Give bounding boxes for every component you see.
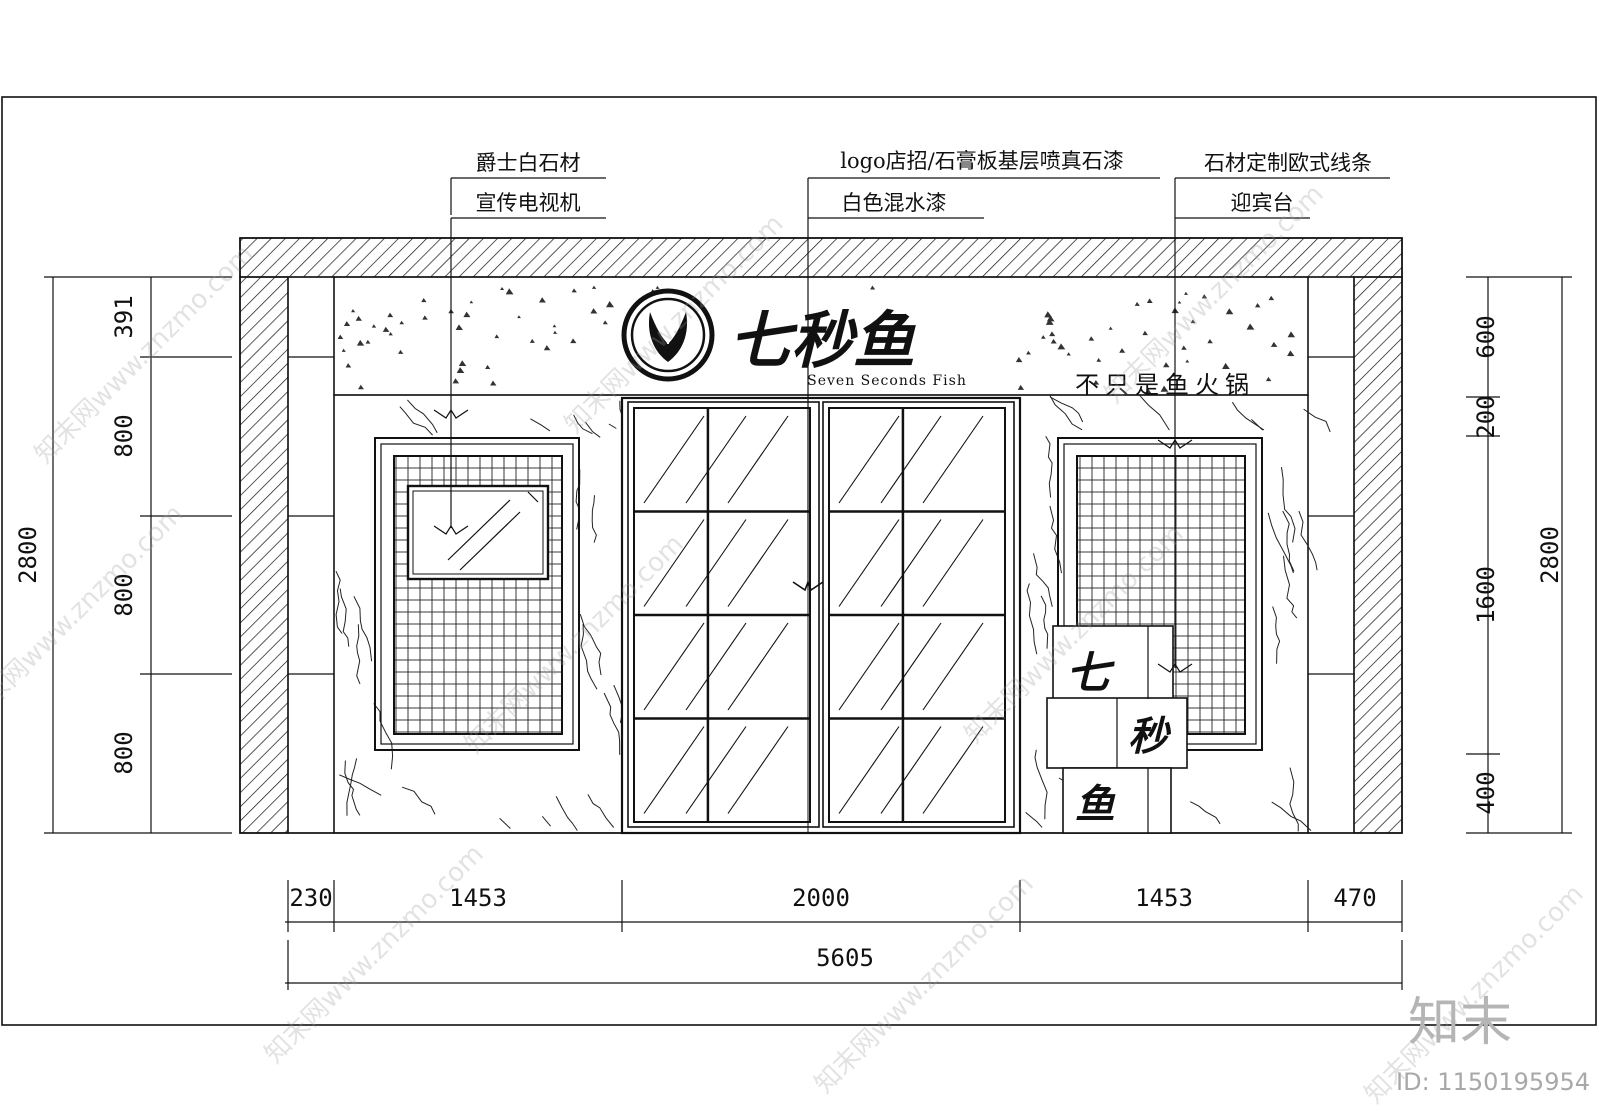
double-glass-door <box>620 396 1022 835</box>
watermark-site-1: 知末网www.znzmo.com <box>29 239 260 470</box>
dim-right-overall: 2800 <box>1536 526 1564 584</box>
label-jazz-white-stone: 爵士白石材 <box>476 151 581 175</box>
left-dimension-lines <box>44 276 232 834</box>
label-logo-sign: logo店招/石膏板基层喷真石漆 <box>840 149 1124 173</box>
drawing-border <box>1 96 1597 1026</box>
counter-char-1: 七 <box>1066 648 1115 699</box>
label-stone-moulding: 石材定制欧式线条 <box>1204 151 1372 175</box>
leader-lines <box>433 177 1390 673</box>
dim-bottom-3: 2000 <box>792 884 850 912</box>
dim-bottom-4: 1453 <box>1135 884 1193 912</box>
watermark-site-7: 知末网www.znzmo.com <box>259 839 490 1070</box>
sign-english: Seven Seconds Fish <box>807 373 967 389</box>
reception-counter <box>1046 625 1188 834</box>
watermark-brand: 知末 <box>1408 993 1512 1053</box>
stone-paint-texture <box>337 285 1296 395</box>
right-pilaster <box>1307 276 1355 834</box>
dim-bottom-1: 230 <box>289 884 332 912</box>
dim-left-overall: 2800 <box>14 526 42 584</box>
dim-right-1: 600 <box>1472 315 1500 358</box>
left-pilaster <box>287 276 335 834</box>
counter-char-3: 鱼 <box>1075 781 1116 828</box>
watermark-id: ID: 1150195954 <box>1396 1068 1590 1096</box>
brand-logo-icon <box>621 288 715 382</box>
dim-bottom-2: 1453 <box>449 884 507 912</box>
dim-right-2: 200 <box>1472 395 1500 438</box>
counter-char-2: 秒 <box>1128 713 1171 760</box>
dim-bottom-5: 470 <box>1333 884 1376 912</box>
dim-left-3: 800 <box>110 573 138 616</box>
label-reception-desk: 迎宾台 <box>1231 191 1294 215</box>
dim-total: 5605 <box>816 944 874 972</box>
dim-left-4: 800 <box>110 731 138 774</box>
dim-left-2: 800 <box>110 414 138 457</box>
label-white-paint: 白色混水漆 <box>842 191 947 215</box>
left-display-window <box>374 437 580 751</box>
dim-left-1: 391 <box>110 295 138 338</box>
right-dimension-lines <box>1466 276 1572 834</box>
promo-tv-screen <box>406 484 550 581</box>
sign-name: 七秒鱼 <box>729 304 916 377</box>
hatched-wall <box>239 237 1403 834</box>
dim-right-3: 1600 <box>1472 566 1500 624</box>
label-promo-tv: 宣传电视机 <box>476 191 581 215</box>
bottom-dimension-lines <box>285 880 1403 990</box>
dim-right-4: 400 <box>1472 771 1500 814</box>
sign-slogan: 不只是鱼火锅 <box>1075 371 1255 399</box>
